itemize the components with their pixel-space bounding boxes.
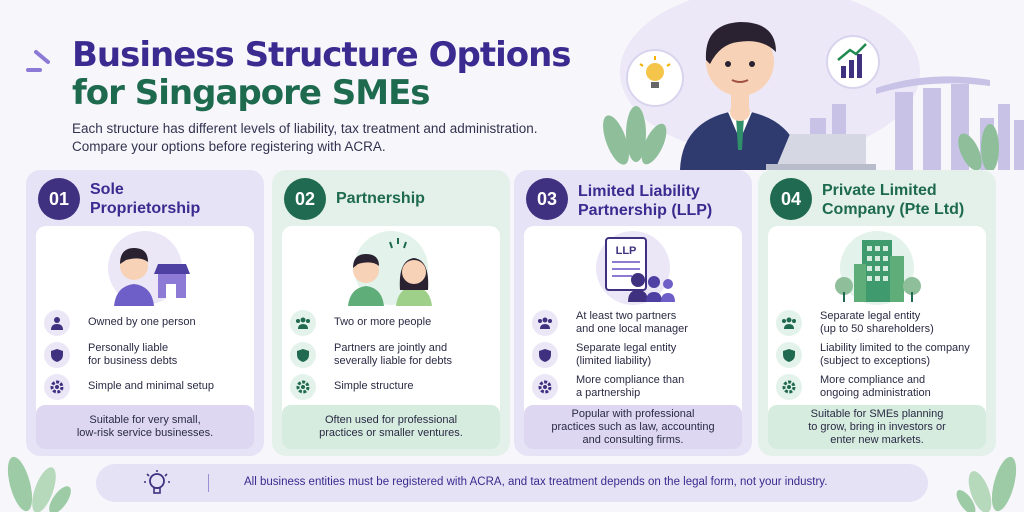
card-title-line2: Company (Pte Ltd) [822, 201, 965, 218]
card-partnership: 02 Partnership Two or more people Partne… [272, 170, 510, 456]
feature-text: (subject to exceptions) [820, 355, 931, 367]
card-number-badge: 03 [526, 178, 568, 220]
card-private-limited-company: 04 Private Limited Company (Pte Ltd) Sep… [758, 170, 996, 456]
card-feature-row: Liability limited to the company (subjec… [774, 340, 982, 370]
card-title-line2: Proprietorship [90, 200, 201, 217]
lightbulb-icon [144, 470, 170, 494]
card-title-line1: Sole [90, 181, 124, 198]
card-feature-row: Separate legal entity (limited liability… [530, 340, 738, 370]
gear-icon [776, 374, 802, 400]
feature-text: Two or more people [334, 316, 432, 328]
note-line: practices such as law, accounting [551, 420, 715, 433]
shield-icon [44, 342, 70, 368]
feature-text: Personally liable [88, 342, 169, 354]
feature-text: and one local manager [576, 323, 688, 335]
group-icon [290, 310, 316, 336]
footer-text: All business entities must be registered… [244, 476, 828, 488]
feature-text: Separate legal entity [576, 342, 677, 354]
feature-text: Separate legal entity [820, 310, 921, 322]
group-icon [532, 310, 558, 336]
card-title-line1: Private Limited [822, 182, 937, 199]
feature-text: Simple structure [334, 380, 414, 392]
card-header: 04 Private Limited Company (Pte Ltd) [758, 170, 996, 226]
feature-text: ongoing administration [820, 387, 931, 399]
card-feature-row: More compliance than a partnership [530, 372, 738, 402]
note-line: low-risk service businesses. [76, 427, 214, 439]
office-building-illustration [835, 231, 921, 305]
card-title-line2: Partnership (LLP) [578, 202, 713, 219]
hero-illustration [603, 0, 1024, 170]
card-note: Suitable for very small,low-risk service… [36, 405, 254, 449]
feature-text: for business debts [88, 355, 178, 367]
note-line: and consulting firms. [582, 433, 684, 446]
card-title-line1: Partnership [336, 190, 425, 207]
note-line: Suitable for very small, [89, 414, 201, 426]
card-feature-row: Owned by one person [42, 308, 250, 338]
card-feature-row: Personally liable for business debts [42, 340, 250, 370]
note-line: Often used for professional [324, 414, 458, 426]
card-sole-proprietorship: 01 Sole Proprietorship Owned by one pers… [26, 170, 264, 456]
card-feature-row: Two or more people [288, 308, 496, 338]
feature-text: Partners are jointly and [334, 342, 448, 354]
person-icon [44, 310, 70, 336]
decorative-dashes [26, 50, 50, 72]
feature-text: (up to 50 shareholders) [820, 323, 934, 335]
feature-text: severally liable for debts [334, 355, 453, 367]
feature-text: Liability limited to the company [820, 342, 970, 354]
llp-label: LLP [616, 245, 637, 257]
gear-icon [532, 374, 558, 400]
card-header: 01 Sole Proprietorship [26, 170, 264, 226]
page-title-line2: for Singapore SMEs [72, 73, 431, 113]
feature-text: More compliance than [576, 374, 685, 386]
businessman-avatar [680, 22, 802, 170]
footer-banner: All business entities must be registered… [96, 464, 928, 502]
plant-left-icon [7, 456, 71, 512]
lightbulb-bubble-icon [626, 49, 684, 107]
llp-document-illustration: LLP [596, 231, 675, 305]
gear-icon [290, 374, 316, 400]
card-feature-row: Partners are jointly and severally liabl… [288, 340, 496, 370]
card-feature-row: Simple and minimal setup [42, 372, 250, 402]
feature-text: At least two partners [576, 310, 677, 322]
shield-icon [532, 342, 558, 368]
feature-text: More compliance and [820, 374, 926, 386]
gear-icon [44, 374, 70, 400]
note-line: practices or smaller ventures. [319, 427, 463, 439]
feature-text: (limited liability) [576, 355, 652, 367]
note-line: to grow, bring in investors or [808, 420, 946, 433]
card-feature-row: Separate legal entity (up to 50 sharehol… [774, 308, 982, 338]
card-title-line1: Limited Liability [578, 183, 700, 200]
card-number-badge: 01 [38, 178, 80, 220]
subtitle-line2: Compare your options before registering … [72, 139, 386, 154]
card-number-badge: 04 [770, 178, 812, 220]
laptop-icon [766, 134, 876, 170]
page-title-line1: Business Structure Options [72, 35, 572, 75]
feature-text: Owned by one person [88, 316, 196, 328]
plant-right-icon [956, 456, 1017, 512]
card-feature-row: More compliance and ongoing administrati… [774, 372, 982, 402]
card-feature-row: At least two partners and one local mana… [530, 308, 738, 338]
plant-icon [603, 106, 999, 170]
note-line: enter new markets. [830, 433, 924, 446]
card-feature-row: Simple structure [288, 372, 496, 402]
card-header: 03 Limited Liability Partnership (LLP) [514, 170, 752, 226]
growth-chart-bubble-icon [826, 35, 880, 89]
shield-icon [776, 342, 802, 368]
note-line: Suitable for SMEs planning [810, 407, 944, 420]
feature-text: a partnership [576, 387, 641, 399]
partners-illustration [348, 231, 432, 306]
sole-proprietor-illustration [108, 231, 190, 306]
subtitle-line1: Each structure has different levels of l… [72, 121, 538, 136]
card-number-badge: 02 [284, 178, 326, 220]
group-icon [776, 310, 802, 336]
shield-icon [290, 342, 316, 368]
feature-text: Simple and minimal setup [88, 380, 214, 392]
note-line: Popular with professional [571, 407, 695, 420]
card-llp: 03 Limited Liability Partnership (LLP) L… [514, 170, 752, 456]
card-header: 02 Partnership [272, 170, 510, 226]
footer-divider [208, 474, 209, 492]
